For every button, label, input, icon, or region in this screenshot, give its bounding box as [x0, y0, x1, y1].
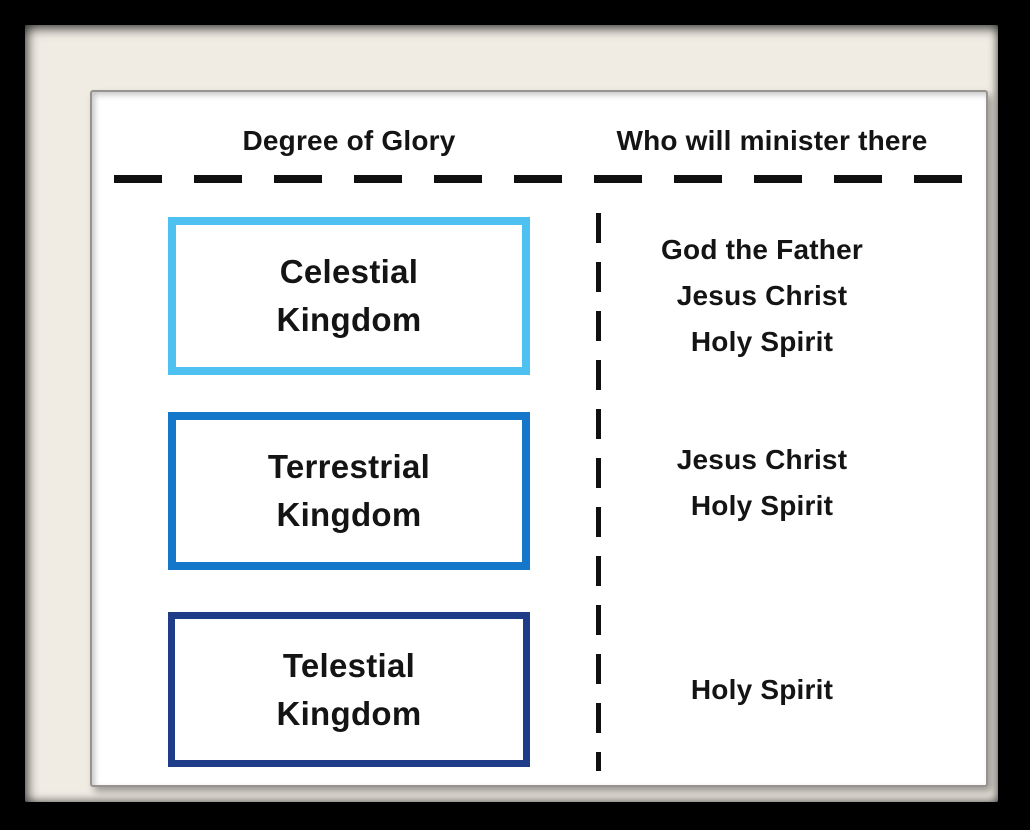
minister-list-terrestrial: Jesus Christ Holy Spirit: [612, 404, 912, 562]
kingdom-name-line: Kingdom: [276, 301, 422, 338]
minister-list-celestial: God the Father Jesus Christ Holy Spirit: [612, 217, 912, 375]
minister-item: Holy Spirit: [690, 326, 834, 357]
minister-item: Holy Spirit: [690, 490, 834, 521]
minister-item: God the Father: [661, 234, 863, 265]
column-header-who-will-minister: Who will minister there: [616, 125, 928, 156]
vertical-dashed-divider: [596, 213, 601, 771]
kingdom-name-line: Kingdom: [276, 694, 422, 732]
kingdom-box-celestial: Celestial Kingdom: [168, 217, 530, 375]
kingdom-label-celestial: Celestial Kingdom: [276, 248, 421, 344]
kingdom-name-line: Kingdom: [276, 496, 422, 533]
minister-item: Jesus Christ: [676, 444, 848, 475]
kingdom-box-telestial: Telestial Kingdom: [168, 612, 530, 767]
kingdom-name-line: Telestial: [282, 646, 416, 684]
minister-item: Holy Spirit: [690, 673, 834, 705]
kingdom-name-line: Celestial: [279, 253, 419, 290]
kingdom-box-terrestrial: Terrestrial Kingdom: [168, 412, 530, 570]
minister-item: Jesus Christ: [676, 280, 848, 311]
kingdom-label-terrestrial: Terrestrial Kingdom: [268, 443, 430, 539]
kingdom-label-telestial: Telestial Kingdom: [276, 642, 421, 738]
horizontal-dashed-divider: [114, 175, 966, 183]
column-header-degree-of-glory: Degree of Glory: [242, 125, 456, 156]
kingdom-name-line: Terrestrial: [267, 448, 431, 485]
picture-frame-mat: Degree of Glory Who will minister there …: [25, 25, 998, 802]
diagram-panel: Degree of Glory Who will minister there …: [90, 90, 988, 787]
minister-list-telestial: Holy Spirit: [612, 612, 912, 767]
